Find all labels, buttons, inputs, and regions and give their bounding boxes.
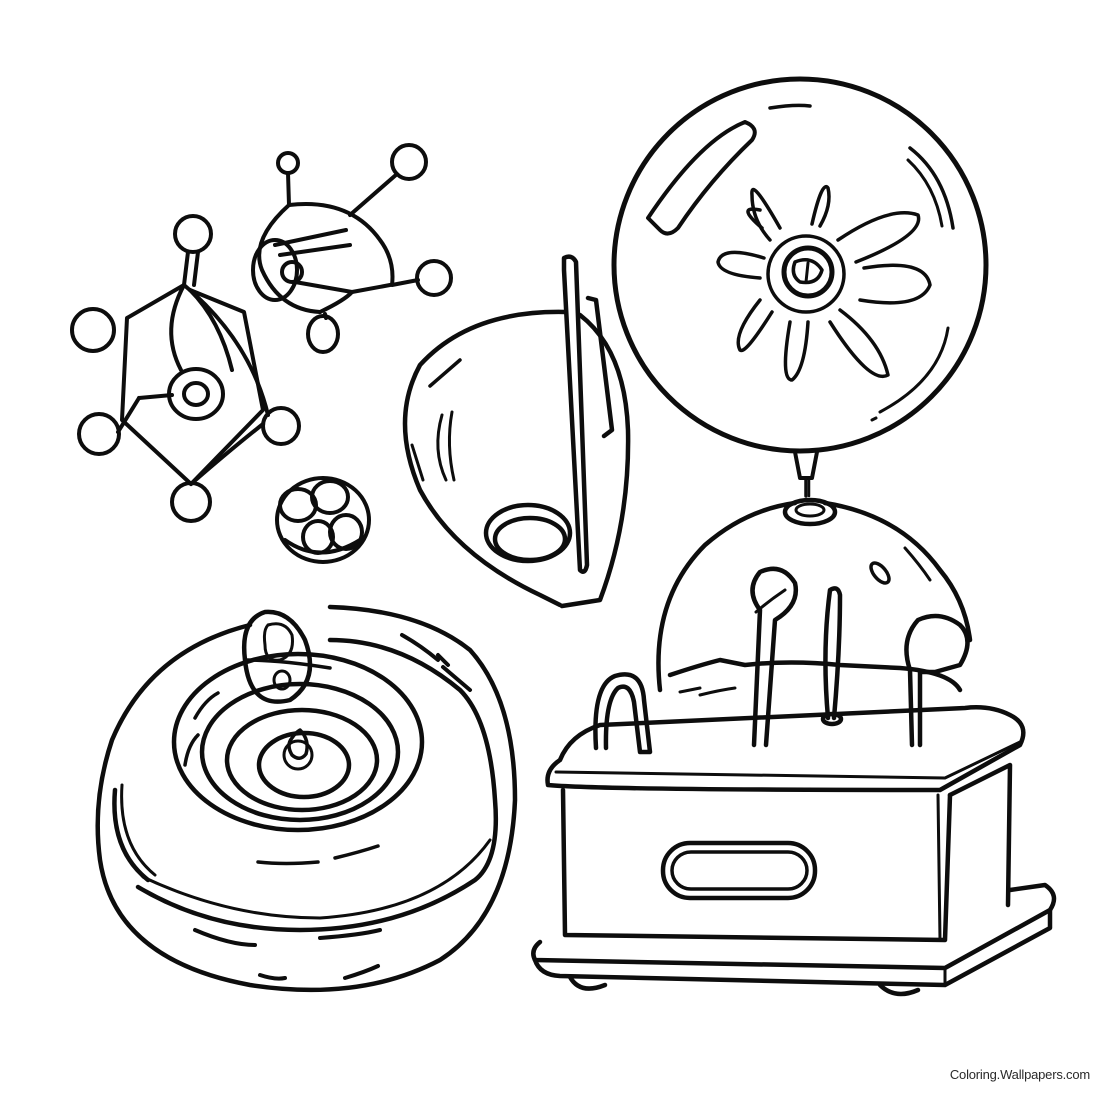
dish-bowl xyxy=(402,254,631,609)
glass-globe xyxy=(611,76,989,498)
dome-apparatus xyxy=(531,497,1057,997)
watermark-text: Coloring.Wallpapers.com xyxy=(949,1067,1090,1082)
molecule-hexagon xyxy=(70,214,301,523)
molecule-cluster xyxy=(275,476,371,564)
molecule-cone xyxy=(251,143,453,354)
spiral-dish xyxy=(95,604,518,993)
